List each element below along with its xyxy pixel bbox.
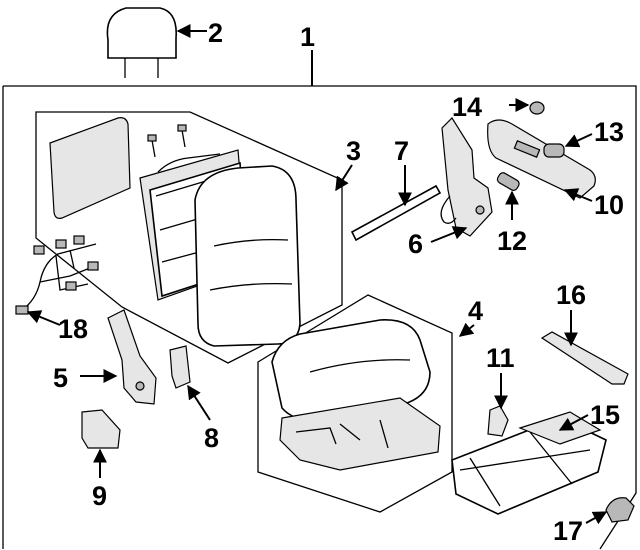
callout-3: 3 <box>346 136 361 166</box>
callout-14: 14 <box>452 92 482 122</box>
callout-11: 11 <box>486 343 515 373</box>
leader-lines <box>26 24 608 525</box>
headrest-part <box>106 7 177 78</box>
hinge-part <box>107 309 157 405</box>
callout-labels: 1 2 3 4 5 6 7 8 9 10 11 12 13 14 15 16 1… <box>53 18 624 546</box>
callout-2: 2 <box>208 18 223 48</box>
cover-part <box>81 409 121 449</box>
callout-16: 16 <box>556 280 586 310</box>
wiring-harness-part <box>15 235 99 315</box>
seat-cushion-box <box>257 294 453 513</box>
recliner-bracket-part <box>440 117 493 237</box>
back-panel-part <box>49 117 131 219</box>
rail-part <box>540 331 629 385</box>
seat-track-part <box>451 411 607 515</box>
clip-part <box>487 405 509 437</box>
callout-1: 1 <box>300 22 315 52</box>
callout-6: 6 <box>408 229 423 259</box>
callout-8: 8 <box>204 423 219 453</box>
seat-cushion-part <box>271 319 441 471</box>
side-cover-part <box>487 119 596 199</box>
plug-part <box>605 497 635 523</box>
callout-7: 7 <box>394 136 409 166</box>
lever-part <box>496 172 520 191</box>
callout-15: 15 <box>590 400 620 430</box>
knob-part <box>529 101 545 115</box>
callout-12: 12 <box>497 226 527 256</box>
bolt-parts <box>147 124 187 158</box>
rod-part <box>350 184 442 242</box>
callout-18: 18 <box>58 314 88 344</box>
callout-17: 17 <box>553 516 583 546</box>
callout-10: 10 <box>594 190 624 220</box>
callout-9: 9 <box>92 481 107 511</box>
callout-5: 5 <box>53 363 68 393</box>
bracket-part <box>169 345 191 389</box>
callout-13: 13 <box>594 117 624 147</box>
callout-4: 4 <box>468 296 483 326</box>
handle-part <box>543 143 565 158</box>
seat-back-cushion-part <box>194 165 301 347</box>
